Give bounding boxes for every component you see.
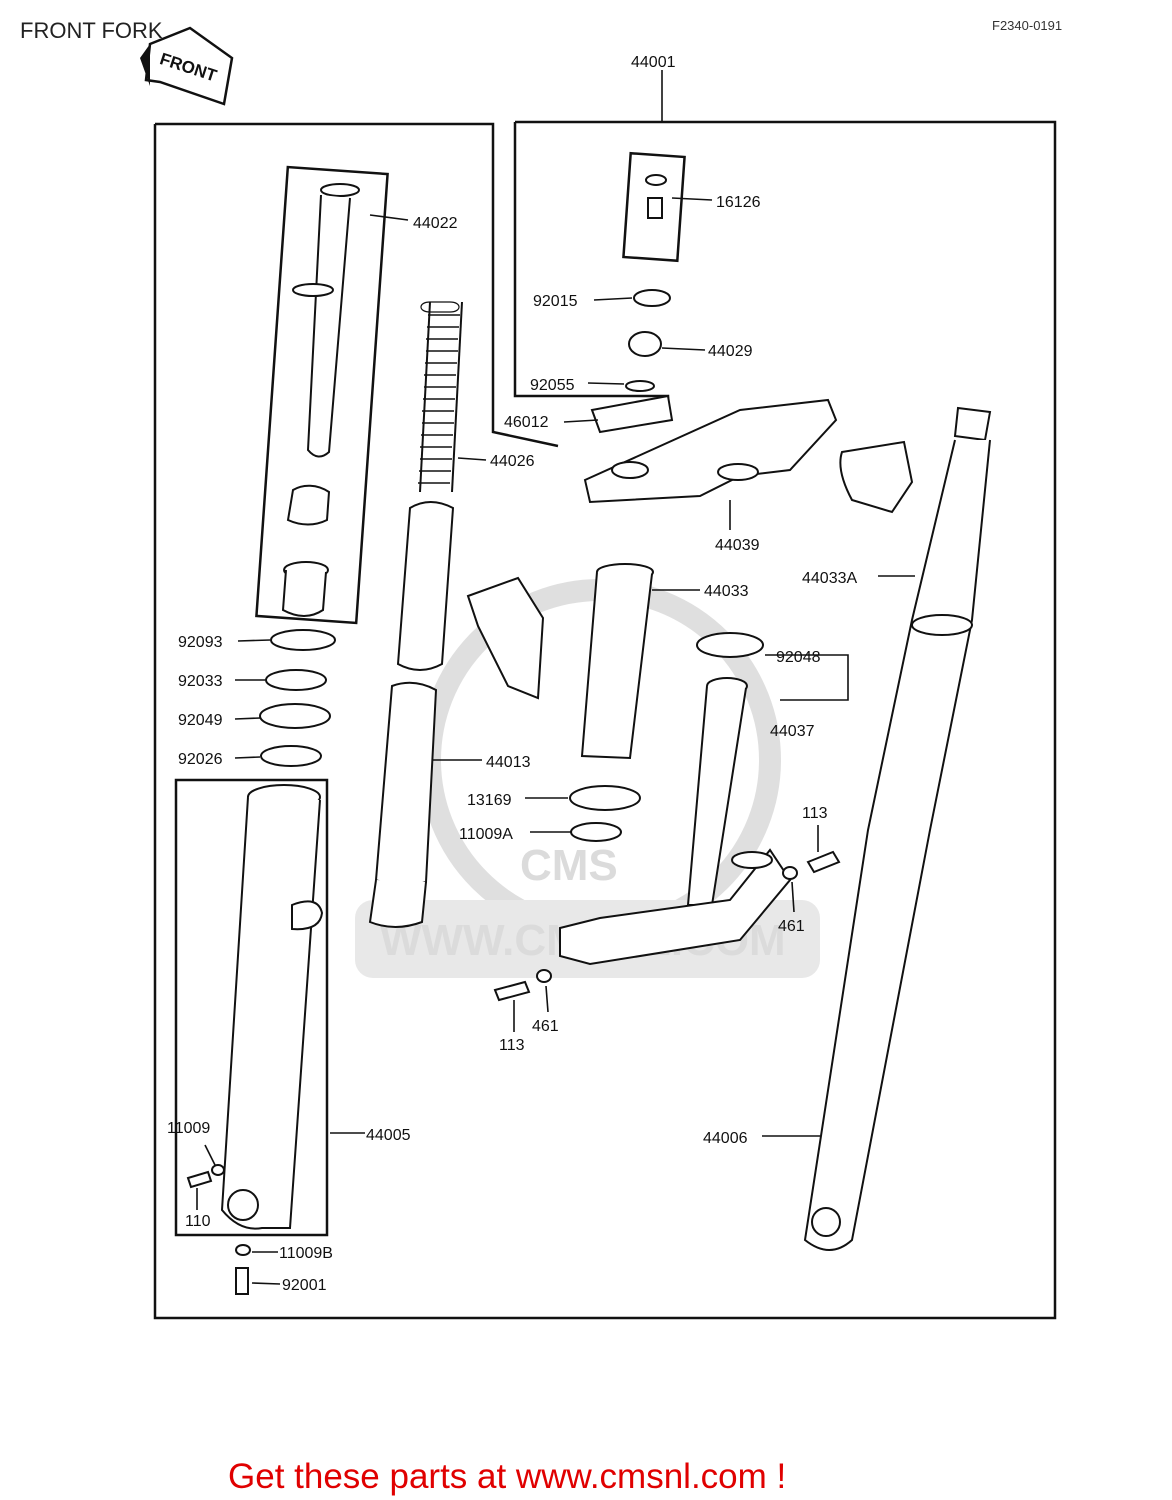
part-46012: 46012: [504, 414, 549, 431]
frame-lines: [153, 70, 1057, 1320]
diagram-code: F2340-0191: [992, 18, 1062, 33]
part-461-right: 461: [778, 918, 805, 935]
top-cap-assembly: [590, 174, 674, 434]
drain-bolts: [186, 1164, 251, 1295]
under-bracket: [493, 632, 841, 1002]
part-44026: 44026: [490, 453, 535, 470]
part-92033: 92033: [178, 673, 223, 690]
part-16126: 16126: [716, 194, 761, 211]
leader-lines: [196, 197, 915, 1285]
part-44029: 44029: [708, 343, 753, 360]
part-110: 110: [185, 1213, 211, 1230]
part-92026: 92026: [178, 751, 223, 768]
part-44022: 44022: [413, 215, 458, 232]
part-92055: 92055: [530, 377, 575, 394]
damper-rod: [368, 681, 438, 928]
part-92001: 92001: [282, 1277, 327, 1294]
footer-link-text[interactable]: Get these parts at www.cmsnl.com !: [228, 1457, 786, 1496]
part-461-left: 461: [532, 1018, 559, 1035]
part-113-left: 113: [499, 1037, 525, 1054]
part-92015: 92015: [533, 293, 578, 310]
page-title: FRONT FORK: [20, 18, 163, 43]
seal-stack: [259, 629, 336, 767]
front-arrow-icon: FRONT: [140, 26, 234, 106]
part-44039: 44039: [715, 537, 760, 554]
part-labels: 44001 16126 92015 44029 92055 46012 4402…: [167, 54, 857, 1294]
outer-tube-right: [803, 406, 992, 1251]
top-bracket: [583, 398, 838, 504]
part-44006: 44006: [703, 1130, 748, 1147]
fork-spring: [396, 301, 463, 671]
part-11009B: 11009B: [279, 1245, 333, 1262]
fork-tube: [281, 183, 360, 617]
part-113-right: 113: [802, 805, 828, 822]
part-92093: 92093: [178, 634, 223, 651]
part-92049: 92049: [178, 712, 223, 729]
part-11009A: 11009A: [459, 826, 513, 843]
part-92048: 92048: [776, 649, 821, 666]
part-44005: 44005: [366, 1127, 411, 1144]
steering-stem: [466, 563, 654, 842]
outer-tube-left: [220, 784, 324, 1230]
part-44033: 44033: [704, 583, 749, 600]
part-44013: 44013: [486, 754, 531, 771]
part-44033A: 44033A: [802, 570, 857, 587]
watermark-logo: CMS: [520, 841, 618, 890]
part-13169: 13169: [467, 792, 512, 809]
part-11009: 11009: [167, 1120, 210, 1137]
part-44037: 44037: [770, 723, 815, 740]
part-44001: 44001: [631, 54, 676, 71]
